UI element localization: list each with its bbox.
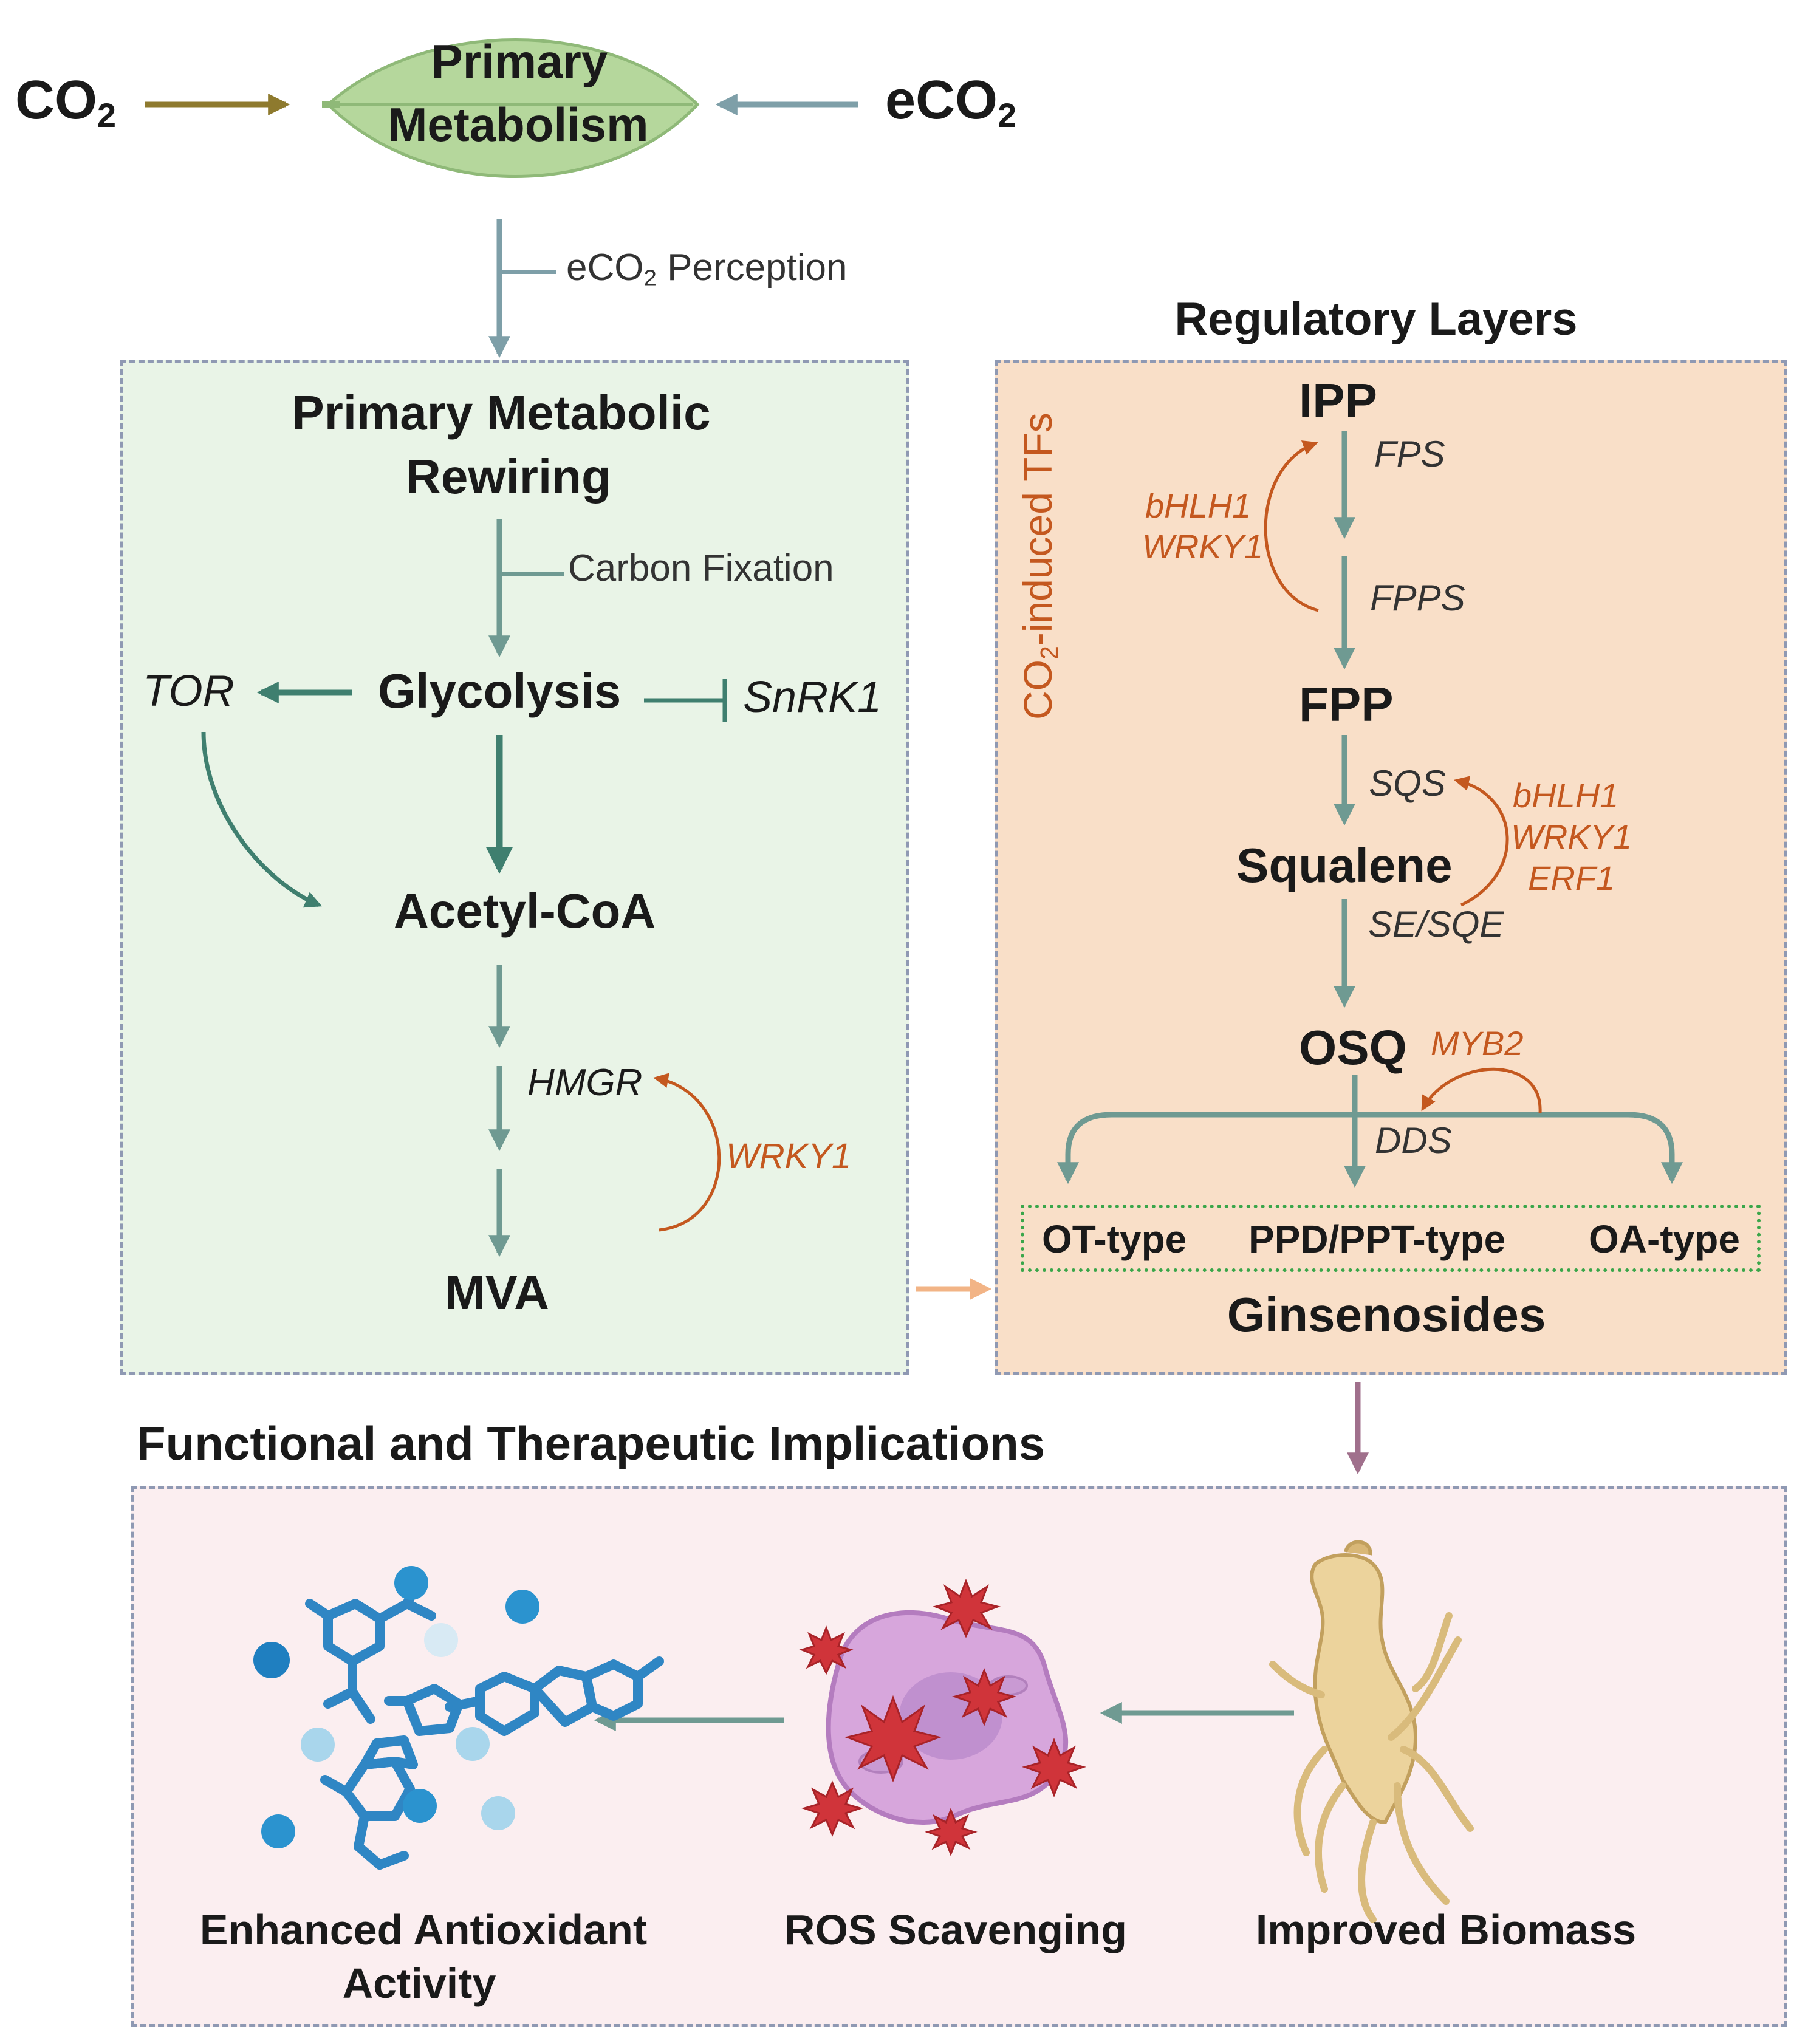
dds-gene: DDS — [1375, 1120, 1452, 1161]
tor-gene: TOR — [143, 667, 235, 716]
leaf-title-line2: Metabolism — [388, 98, 649, 151]
oa-type-label: OA-type — [1589, 1217, 1740, 1261]
left-panel-box — [120, 360, 909, 1375]
squalene-node: Squalene — [1236, 838, 1453, 892]
glycolysis-node: Glycolysis — [378, 664, 622, 718]
tf-myb2: MYB2 — [1431, 1024, 1524, 1062]
co2-label: CO2 — [15, 70, 117, 134]
tf-bhlh1-1: bHLH1 — [1145, 487, 1252, 525]
eco2-label: eCO2 — [885, 70, 1017, 134]
bhlh1-wrky1-erf1-regulation-arrow — [1454, 776, 1509, 907]
ginseng-root-rootlets — [1269, 1612, 1474, 1923]
ipp-node: IPP — [1299, 374, 1377, 428]
ginseng-root-icon — [1310, 1540, 1417, 1824]
tf-wrky1-2: WRKY1 — [1511, 818, 1632, 856]
mva-node: MVA — [445, 1265, 549, 1319]
left-panel-title-line1: Primary Metabolic — [292, 386, 711, 440]
fpp-node: FPP — [1299, 677, 1394, 731]
carbon-fixation-label: Carbon Fixation — [568, 547, 834, 589]
cell-icon — [826, 1610, 1069, 1825]
ginsenoside-types-box — [1021, 1205, 1761, 1272]
leaf-icon — [322, 38, 700, 178]
regulatory-layers-heading: Regulatory Layers — [1174, 293, 1578, 345]
ppd-ppt-type-label: PPD/PPT-type — [1248, 1217, 1506, 1261]
ros-scavenging-label: ROS Scavenging — [784, 1906, 1128, 1953]
antioxidant-label-line1: Enhanced Antioxidant — [199, 1906, 648, 1953]
acetyl-coa-node: Acetyl-CoA — [394, 884, 656, 938]
hmgr-gene: HMGR — [527, 1062, 643, 1104]
sqs-gene: SQS — [1369, 763, 1446, 804]
improved-biomass-label: Improved Biomass — [1255, 1906, 1637, 1953]
tf-wrky1-1: WRKY1 — [1142, 527, 1264, 566]
osq-node: OSQ — [1299, 1020, 1407, 1075]
implications-heading: Functional and Therapeutic Implications — [137, 1417, 1046, 1470]
wrky1-regulator: WRKY1 — [726, 1137, 852, 1176]
fps-gene: FPS — [1374, 434, 1445, 474]
antioxidant-label-line2: Activity — [342, 1960, 496, 2007]
fpps-gene: FPPS — [1370, 578, 1465, 618]
snrk1-gene: SnRK1 — [743, 673, 882, 722]
wrky1-regulation-arrow — [653, 1073, 721, 1232]
tf-bhlh1-2: bHLH1 — [1513, 776, 1619, 815]
ros-star-icon — [799, 1578, 1086, 1857]
se-sqe-gene: SE/SQE — [1368, 904, 1504, 945]
bhlh1-wrky1-regulation-arrow-1 — [1264, 440, 1319, 612]
eco2-perception-label: eCO2 Perception — [566, 247, 848, 292]
molecule-spheres-icon — [253, 1566, 539, 1848]
myb2-regulation-arrow — [1421, 1067, 1542, 1113]
tf-erf1: ERF1 — [1528, 859, 1615, 897]
leaf-title-line1: Primary — [431, 35, 608, 88]
left-panel-title-line2: Rewiring — [406, 449, 611, 504]
tor-to-acetylcoa-arrow — [201, 731, 323, 908]
co2-induced-tfs-label: CO2-induced TFs — [1015, 412, 1064, 720]
ginsenosides-label: Ginsenosides — [1227, 1288, 1546, 1342]
ot-type-label: OT-type — [1042, 1217, 1187, 1261]
